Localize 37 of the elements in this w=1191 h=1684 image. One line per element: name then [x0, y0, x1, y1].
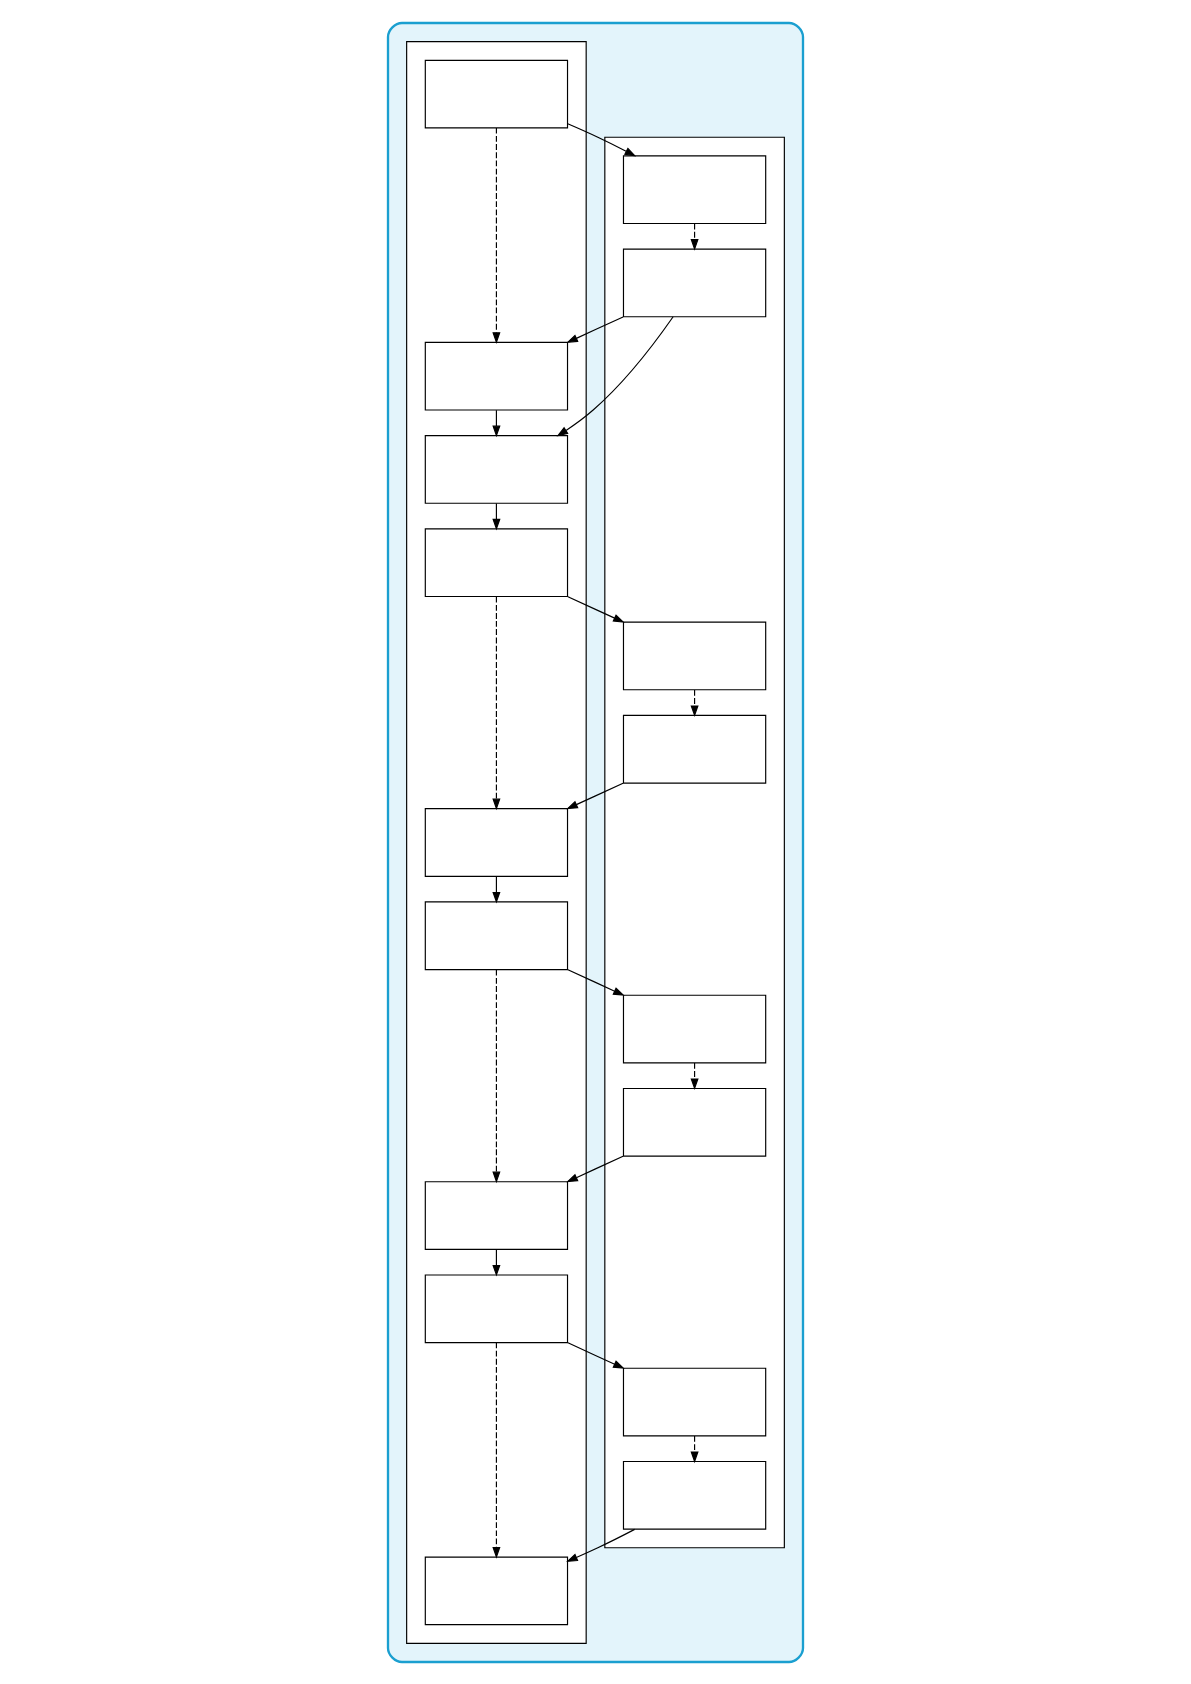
arrow — [566, 1528, 636, 1562]
node-box — [424, 1273, 569, 1343]
node-box — [424, 341, 569, 411]
arrow — [492, 126, 501, 344]
cluster — [386, 21, 805, 1663]
node-box — [622, 1087, 767, 1157]
cluster — [406, 40, 587, 1644]
arrow — [567, 122, 637, 156]
cluster — [604, 136, 785, 1548]
node-box — [622, 621, 767, 690]
arrow — [492, 968, 501, 1183]
node-box — [622, 248, 767, 317]
arrow — [556, 315, 674, 437]
node-box — [622, 714, 767, 784]
node-box — [622, 994, 767, 1063]
node-box — [424, 1180, 569, 1250]
arrow — [690, 688, 699, 717]
node-box — [424, 900, 569, 970]
arrow — [690, 1434, 699, 1463]
node-box — [622, 1460, 767, 1530]
node-box — [622, 154, 767, 224]
arrow — [566, 1155, 624, 1182]
arrow — [566, 782, 624, 809]
arrow — [492, 595, 501, 810]
node-box — [424, 1556, 569, 1625]
arrow — [690, 222, 699, 251]
node-box — [424, 527, 569, 597]
arrow — [567, 1341, 625, 1369]
arrow — [690, 1061, 699, 1090]
arrow — [566, 315, 624, 343]
node-box — [424, 807, 569, 877]
arrow — [567, 968, 625, 996]
arrow — [492, 1341, 501, 1559]
node-box — [622, 1367, 767, 1436]
node-box — [424, 434, 569, 504]
node-box — [424, 59, 569, 128]
arrow — [567, 595, 625, 623]
